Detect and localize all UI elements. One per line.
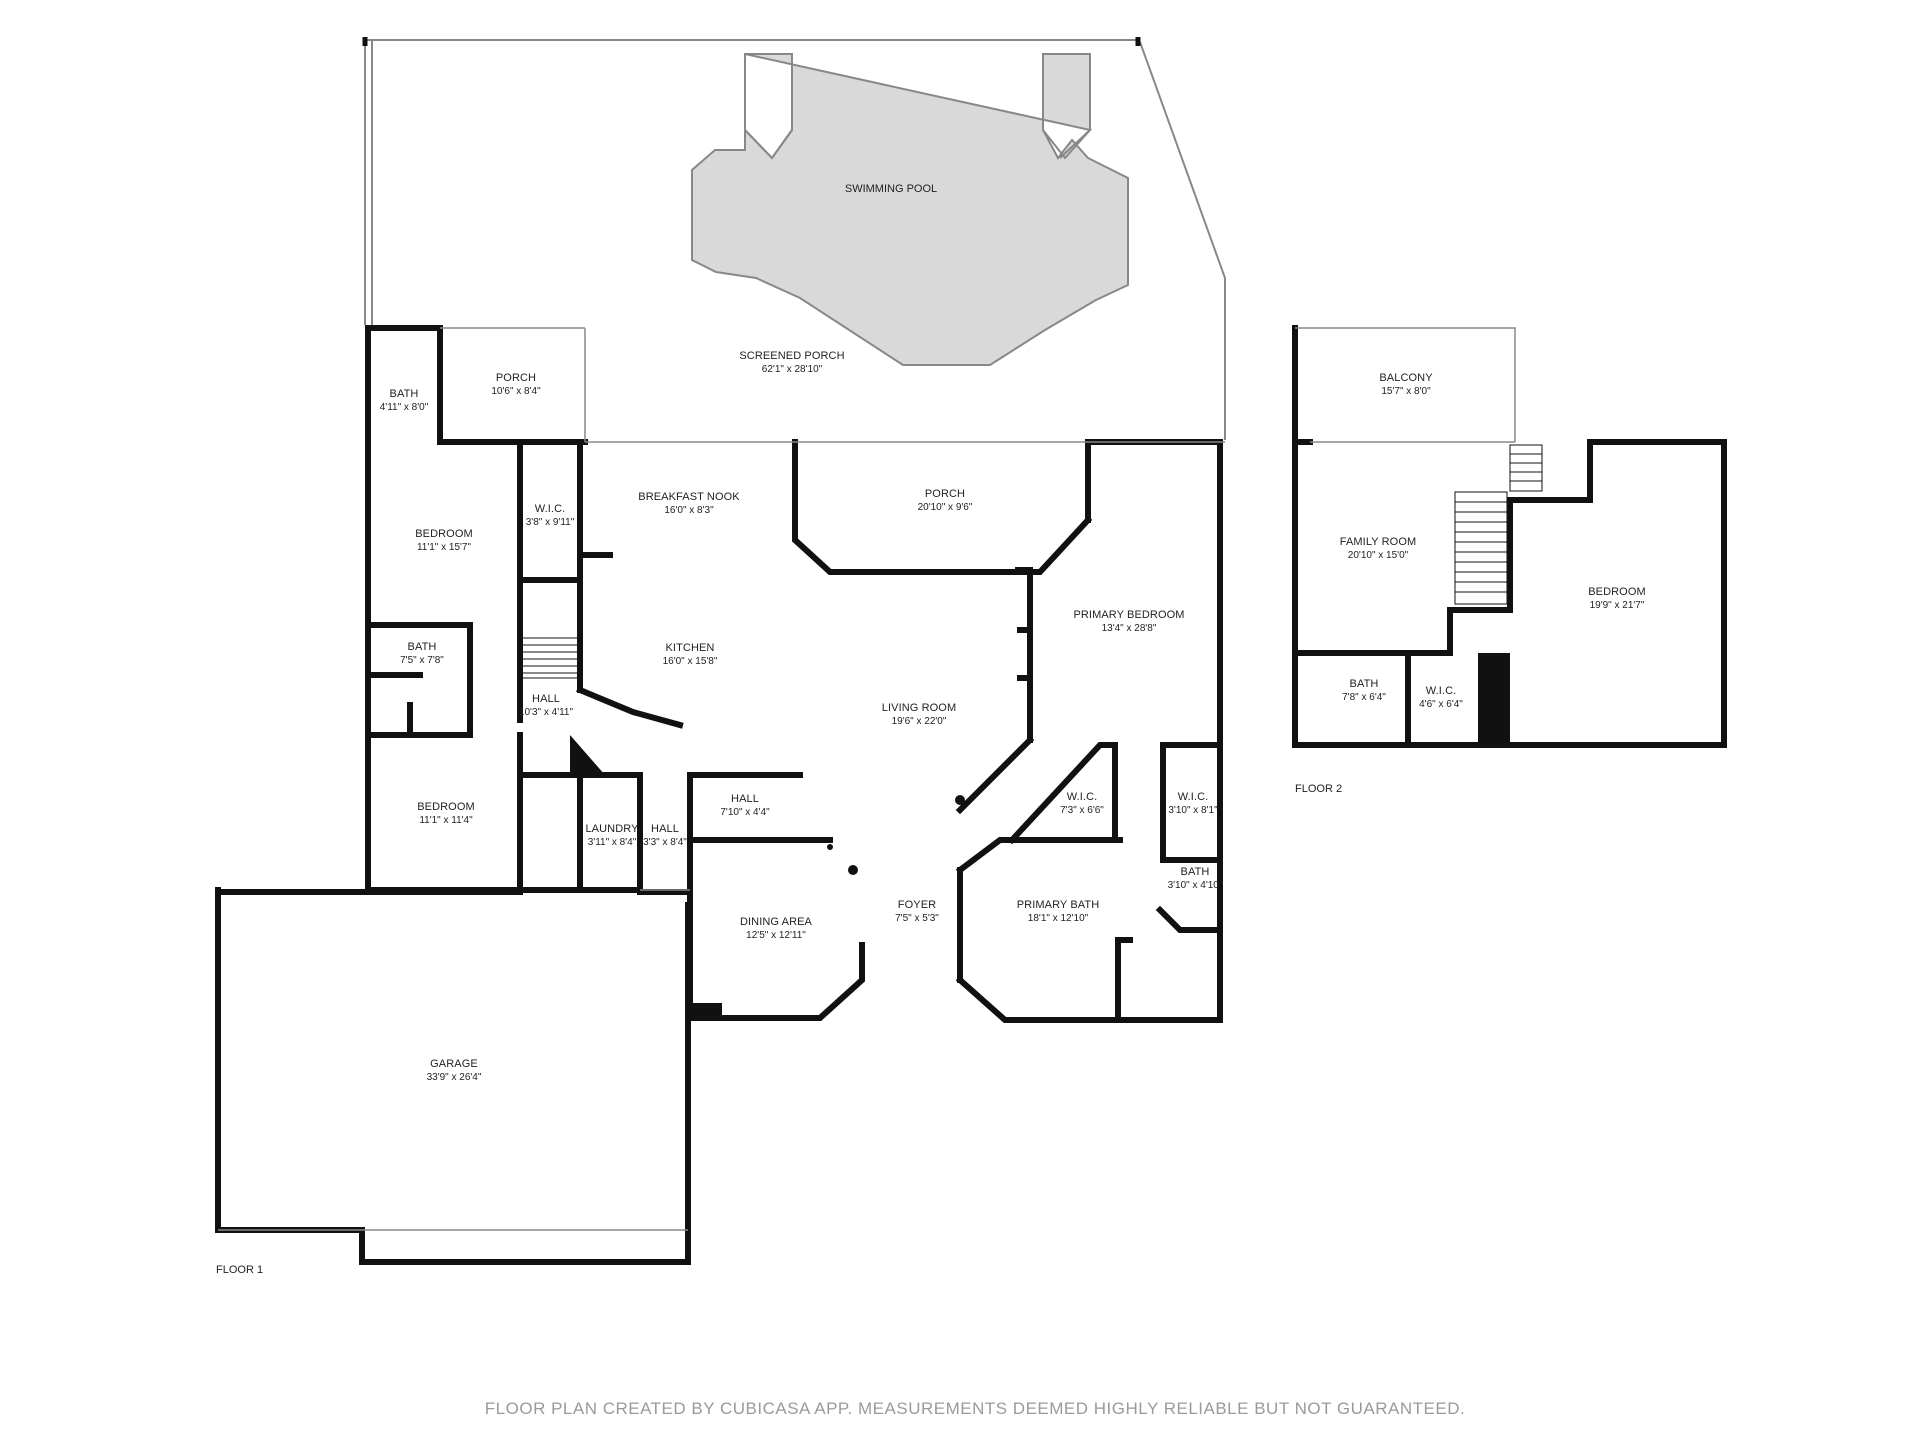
hall-2-name: HALL xyxy=(731,793,759,805)
porch-center-dim: 20'10" x 9'6" xyxy=(918,502,973,513)
wic-3-name: W.I.C. xyxy=(1178,791,1209,803)
kitchen-dim: 16'0" x 15'8" xyxy=(663,656,718,667)
family-room-name: FAMILY ROOM xyxy=(1340,536,1416,548)
floor-1-label: FLOOR 1 xyxy=(216,1264,263,1276)
garage-name: GARAGE xyxy=(430,1058,478,1070)
bedroom-up-dim: 19'9" x 21'7" xyxy=(1590,600,1645,611)
column-3 xyxy=(955,795,965,805)
screened-porch-name: SCREENED PORCH xyxy=(739,350,844,362)
family-room-dim: 20'10" x 15'0" xyxy=(1348,550,1409,561)
bedroom-2-dim: 11'1" x 11'4" xyxy=(419,815,473,826)
hall-1-dim: 10'3" x 4'11" xyxy=(519,707,574,718)
chimney-block xyxy=(1478,653,1510,745)
primary-bedroom-name: PRIMARY BEDROOM xyxy=(1073,609,1184,621)
balcony-dim: 15'7" x 8'0" xyxy=(1381,386,1431,397)
stairs-floor1 xyxy=(521,637,579,679)
bedroom-1-name: BEDROOM xyxy=(415,528,473,540)
floor1-walls xyxy=(215,325,1223,1265)
room-labels: SWIMMING POOL SCREENED PORCH 62'1" x 28'… xyxy=(380,183,1646,1083)
bath-e-dim: 3'10" x 4'10" xyxy=(1168,880,1223,891)
wic-1-dim: 3'8" x 9'11" xyxy=(526,517,575,528)
living-room-name: LIVING ROOM xyxy=(882,702,956,714)
bath-nw-dim: 4'11" x 8'0" xyxy=(380,402,429,413)
stair-wedge xyxy=(570,735,605,775)
screened-porch-walls xyxy=(362,37,1141,46)
primary-bedroom-dim: 13'4" x 28'8" xyxy=(1102,623,1157,634)
hall-3-dim: 3'3" x 8'4" xyxy=(643,837,687,848)
porch-center-name: PORCH xyxy=(925,488,965,500)
wic-2-name: W.I.C. xyxy=(1067,791,1098,803)
kitchen-name: KITCHEN xyxy=(666,642,715,654)
stairs-floor2 xyxy=(1454,444,1543,605)
wic-1-name: W.I.C. xyxy=(535,503,566,515)
foyer-dim: 7'5" x 5'3" xyxy=(895,913,939,924)
column-1 xyxy=(827,844,833,850)
bath-nw-name: BATH xyxy=(390,388,419,400)
bath-up-dim: 7'8" x 6'4" xyxy=(1342,692,1386,703)
garage-corner-block xyxy=(688,1003,722,1021)
laundry-dim: 3'11" x 8'4" xyxy=(588,837,637,848)
floor2-walls xyxy=(1292,325,1727,748)
bath-w-name: BATH xyxy=(408,641,437,653)
wic-up-name: W.I.C. xyxy=(1426,685,1457,697)
bath-up-name: BATH xyxy=(1350,678,1379,690)
primary-bath-name: PRIMARY BATH xyxy=(1017,899,1100,911)
floor-2-label: FLOOR 2 xyxy=(1295,783,1342,795)
breakfast-nook-name: BREAKFAST NOOK xyxy=(638,491,740,503)
floor2-thin-lines xyxy=(1295,327,1516,443)
balcony-name: BALCONY xyxy=(1379,372,1433,384)
laundry-name: LAUNDRY xyxy=(585,823,639,835)
wic-up-dim: 4'6" x 6'4" xyxy=(1419,699,1463,710)
swimming-pool-label: SWIMMING POOL xyxy=(845,183,937,195)
swimming-pool xyxy=(691,53,1129,366)
primary-bath-dim: 18'1" x 12'10" xyxy=(1028,913,1089,924)
column-2 xyxy=(848,865,858,875)
living-room-dim: 19'6" x 22'0" xyxy=(892,716,947,727)
hall-1-name: HALL xyxy=(532,693,560,705)
wic-2-dim: 7'3" x 6'6" xyxy=(1060,805,1104,816)
breakfast-nook-dim: 16'0" x 8'3" xyxy=(664,505,714,516)
bedroom-2-name: BEDROOM xyxy=(417,801,475,813)
dining-area-dim: 12'5" x 12'11" xyxy=(746,930,806,941)
dining-area-name: DINING AREA xyxy=(740,916,813,928)
porch-nw-dim: 10'6" x 8'4" xyxy=(491,386,541,397)
bath-e-name: BATH xyxy=(1181,866,1210,878)
screened-porch-dim: 62'1" x 28'10" xyxy=(762,364,823,375)
bath-w-dim: 7'5" x 7'8" xyxy=(400,655,444,666)
foyer-name: FOYER xyxy=(898,899,936,911)
footer-disclaimer: FLOOR PLAN CREATED BY CUBICASA APP. MEAS… xyxy=(485,1399,1465,1418)
bedroom-up-name: BEDROOM xyxy=(1588,586,1646,598)
floor1-thin-lines xyxy=(218,327,1225,1231)
hall-3-name: HALL xyxy=(651,823,679,835)
wic-3-dim: 3'10" x 8'1" xyxy=(1168,805,1218,816)
garage-dim: 33'9" x 26'4" xyxy=(427,1072,482,1083)
bedroom-1-dim: 11'1" x 15'7" xyxy=(417,542,472,553)
hall-2-dim: 7'10" x 4'4" xyxy=(720,807,770,818)
porch-nw-name: PORCH xyxy=(496,372,536,384)
